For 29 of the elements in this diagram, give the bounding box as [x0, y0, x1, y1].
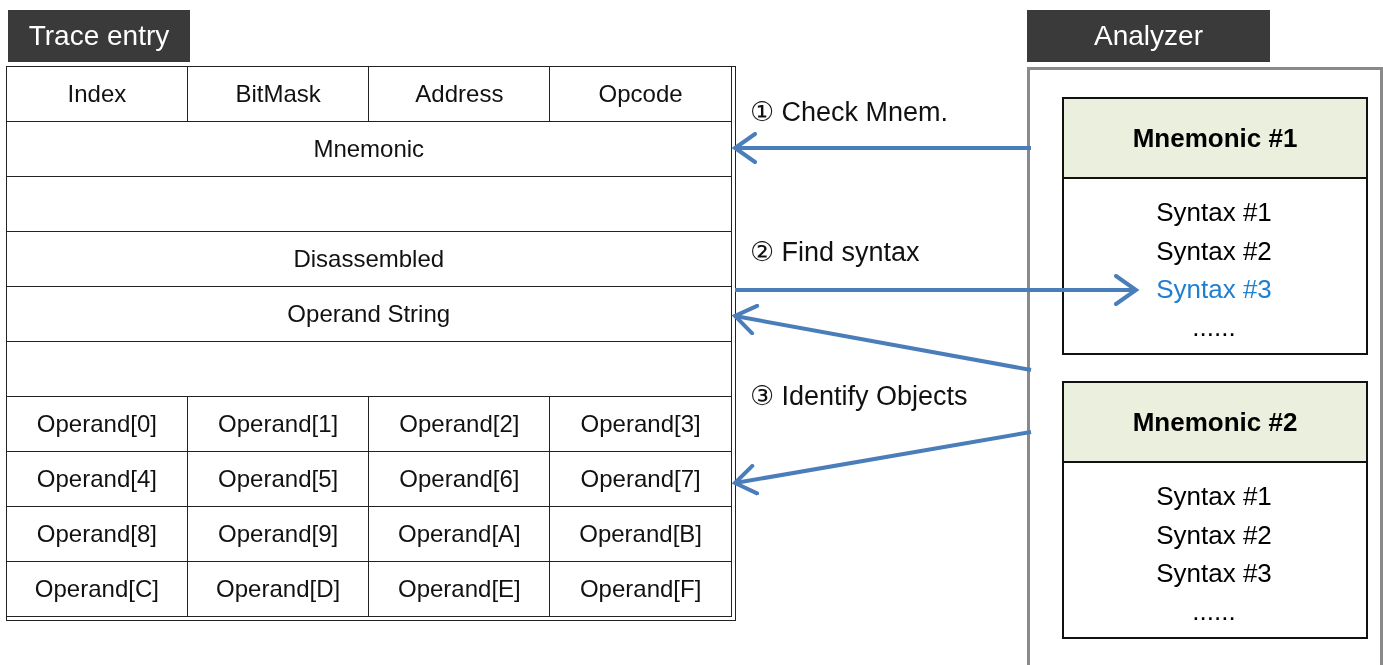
syntax-entry: Syntax #3 — [1139, 272, 1289, 306]
syntax-entry: Syntax #3 — [1139, 556, 1289, 590]
arrow — [735, 274, 1138, 306]
arrow — [733, 132, 1031, 164]
step-label: ③ Identify Objects — [750, 380, 968, 412]
title-tab: Trace entry — [8, 10, 190, 62]
mnemonic-box — [1062, 97, 1368, 355]
syntax-entry: Syntax #2 — [1139, 518, 1289, 552]
step-label: ① Check Mnem. — [750, 96, 949, 128]
syntax-entry: ...... — [1139, 594, 1289, 628]
box-heading: Mnemonic #2 — [1064, 383, 1366, 463]
arrow — [733, 430, 1032, 496]
syntax-entry: Syntax #1 — [1139, 195, 1289, 229]
box-heading: Mnemonic #1 — [1064, 99, 1366, 179]
table-cell: Operand[B] — [549, 505, 732, 562]
trace-entry-table — [6, 66, 736, 621]
table-cell: Operand[3] — [549, 395, 732, 452]
table-cell: Operand[E] — [368, 560, 551, 617]
syntax-entry: Syntax #2 — [1139, 234, 1289, 268]
analyzer-panel — [1027, 67, 1383, 665]
table-cell: Operand[7] — [549, 450, 732, 507]
syntax-entry: Syntax #1 — [1139, 479, 1289, 513]
table-cell: Operand[F] — [549, 560, 732, 617]
table-cell: Opcode — [549, 65, 732, 122]
step-label: ② Find syntax — [750, 236, 920, 268]
syntax-entry: ...... — [1139, 310, 1289, 344]
arrow — [733, 303, 1032, 372]
title-tab: Analyzer — [1027, 10, 1270, 62]
mnemonic-box — [1062, 381, 1368, 639]
